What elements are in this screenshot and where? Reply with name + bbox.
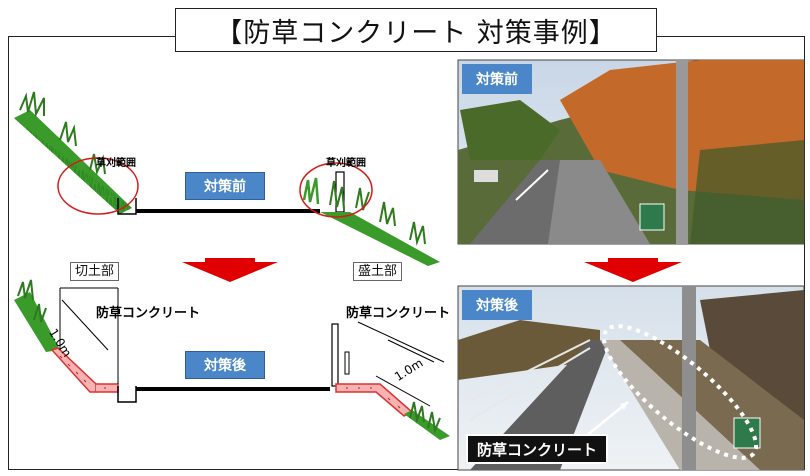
ditch-left-before [117, 198, 137, 215]
before-photo [457, 59, 805, 245]
after-photo-caption: 防草コンクリート [466, 434, 608, 464]
before-badge-text: 対策前 [204, 179, 246, 195]
title-box: 【防草コンクリート 対策事例】 [175, 8, 657, 52]
concrete-label-right: 防草コンクリート [346, 306, 451, 321]
after-diagram [14, 279, 450, 440]
page-title: 【防草コンクリート 対策事例】 [215, 17, 617, 49]
right-slope-grass-before [320, 212, 440, 266]
cut-section-label: 切土部 [70, 262, 120, 281]
mowing-range-right-label: 草刈範囲 [326, 158, 366, 169]
concrete-highlight-ellipse [601, 324, 759, 460]
before-photo-label: 対策前 [462, 64, 532, 94]
concrete-label-left: 防草コンクリート [96, 306, 201, 321]
down-arrow-photos [584, 258, 682, 282]
after-badge-diagram: 対策後 [185, 351, 265, 379]
before-diagram [14, 91, 440, 266]
before-badge-diagram: 対策前 [185, 172, 265, 200]
mowing-range-left-label: 草刈範囲 [96, 158, 136, 169]
after-photo-caption-text: 防草コンクリート [476, 440, 597, 459]
mowing-range-left-ellipse [57, 157, 139, 215]
after-photo-label: 対策後 [462, 290, 532, 320]
after-badge-text: 対策後 [204, 358, 246, 374]
down-arrow-diagram [182, 258, 278, 282]
right-slope-grass-after [404, 410, 450, 440]
fill-section-label: 盛土部 [353, 262, 403, 281]
after-photo-label-text: 対策後 [476, 298, 518, 314]
mowing-range-right-ellipse [299, 162, 373, 218]
concrete-strip-right [335, 383, 414, 417]
left-slope-grass-after [14, 292, 60, 352]
before-photo-label-text: 対策前 [476, 72, 518, 88]
